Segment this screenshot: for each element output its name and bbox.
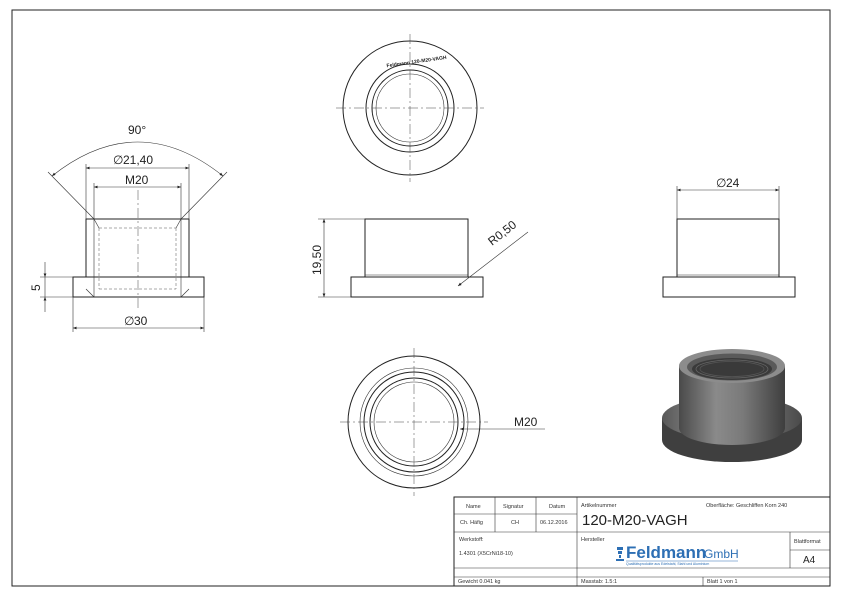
tb-header-datum: Datum: [549, 504, 566, 510]
engraving-text: Feldmann 120-M20-VAGH: [386, 55, 447, 69]
dim-height-19-50: 19,50: [310, 245, 324, 275]
diameter-symbol: ∅: [716, 176, 726, 190]
side-view: [662, 186, 796, 298]
tb-gewicht: Gewicht 0.041 kg: [458, 579, 501, 585]
tb-massstab: Masstab: 1.5:1: [581, 579, 617, 585]
dim-dia-24: 24: [726, 176, 740, 190]
tb-werkstoff: 1.4301 (X5CrNi18-10): [459, 551, 513, 557]
tb-datum: 06.12.2016: [540, 520, 568, 526]
top-view: [336, 34, 484, 182]
tb-blattformat-label: Blattformat: [794, 539, 821, 545]
dim-dia-30: 30: [134, 314, 148, 328]
dim-dia-21-40: 21,40: [123, 153, 153, 167]
diameter-symbol: ∅: [113, 153, 123, 167]
dim-angle: 90°: [128, 123, 146, 137]
isometric-render: [662, 349, 802, 462]
diameter-symbol: ∅: [124, 314, 134, 328]
tb-header-signatur: Signatur: [503, 504, 524, 510]
tb-blattformat: A4: [803, 555, 816, 566]
dim-height-5: 5: [29, 284, 43, 291]
tb-artikelnummer-label: Artikelnummer: [581, 503, 617, 509]
logo-tagline: Qualitätsprodukte aus Edelstahl, Stahl u…: [626, 562, 709, 566]
left-section-view: [40, 141, 228, 332]
tb-hersteller-label: Hersteller: [581, 537, 605, 543]
feldmann-logo: Feldmann GmbH Qualitätsprodukte aus Edel…: [616, 543, 739, 566]
logo-text: Feldmann: [626, 543, 706, 562]
tb-werkstoff-label: Werkstoff:: [459, 537, 484, 543]
tb-name: Ch. Häfig: [460, 520, 483, 526]
sheet-border: [11, 9, 831, 587]
tb-header-name: Name: [466, 504, 481, 510]
tb-oberflaeche: Oberfläche: Geschliffen Korn 240: [706, 503, 787, 509]
dim-thread-m20-bottom: M20: [514, 415, 538, 429]
dim-radius: R0,50: [485, 217, 519, 248]
title-block-frame: [453, 496, 831, 587]
dim-thread-m20-top: M20: [125, 173, 149, 187]
front-view: [318, 218, 529, 298]
tb-blatt: Blatt 1 von 1: [707, 579, 738, 585]
bottom-view: [340, 348, 545, 496]
logo-suffix: GmbH: [704, 547, 739, 561]
tb-signatur: CH: [511, 520, 519, 526]
tb-artikelnummer: 120-M20-VAGH: [582, 512, 688, 529]
